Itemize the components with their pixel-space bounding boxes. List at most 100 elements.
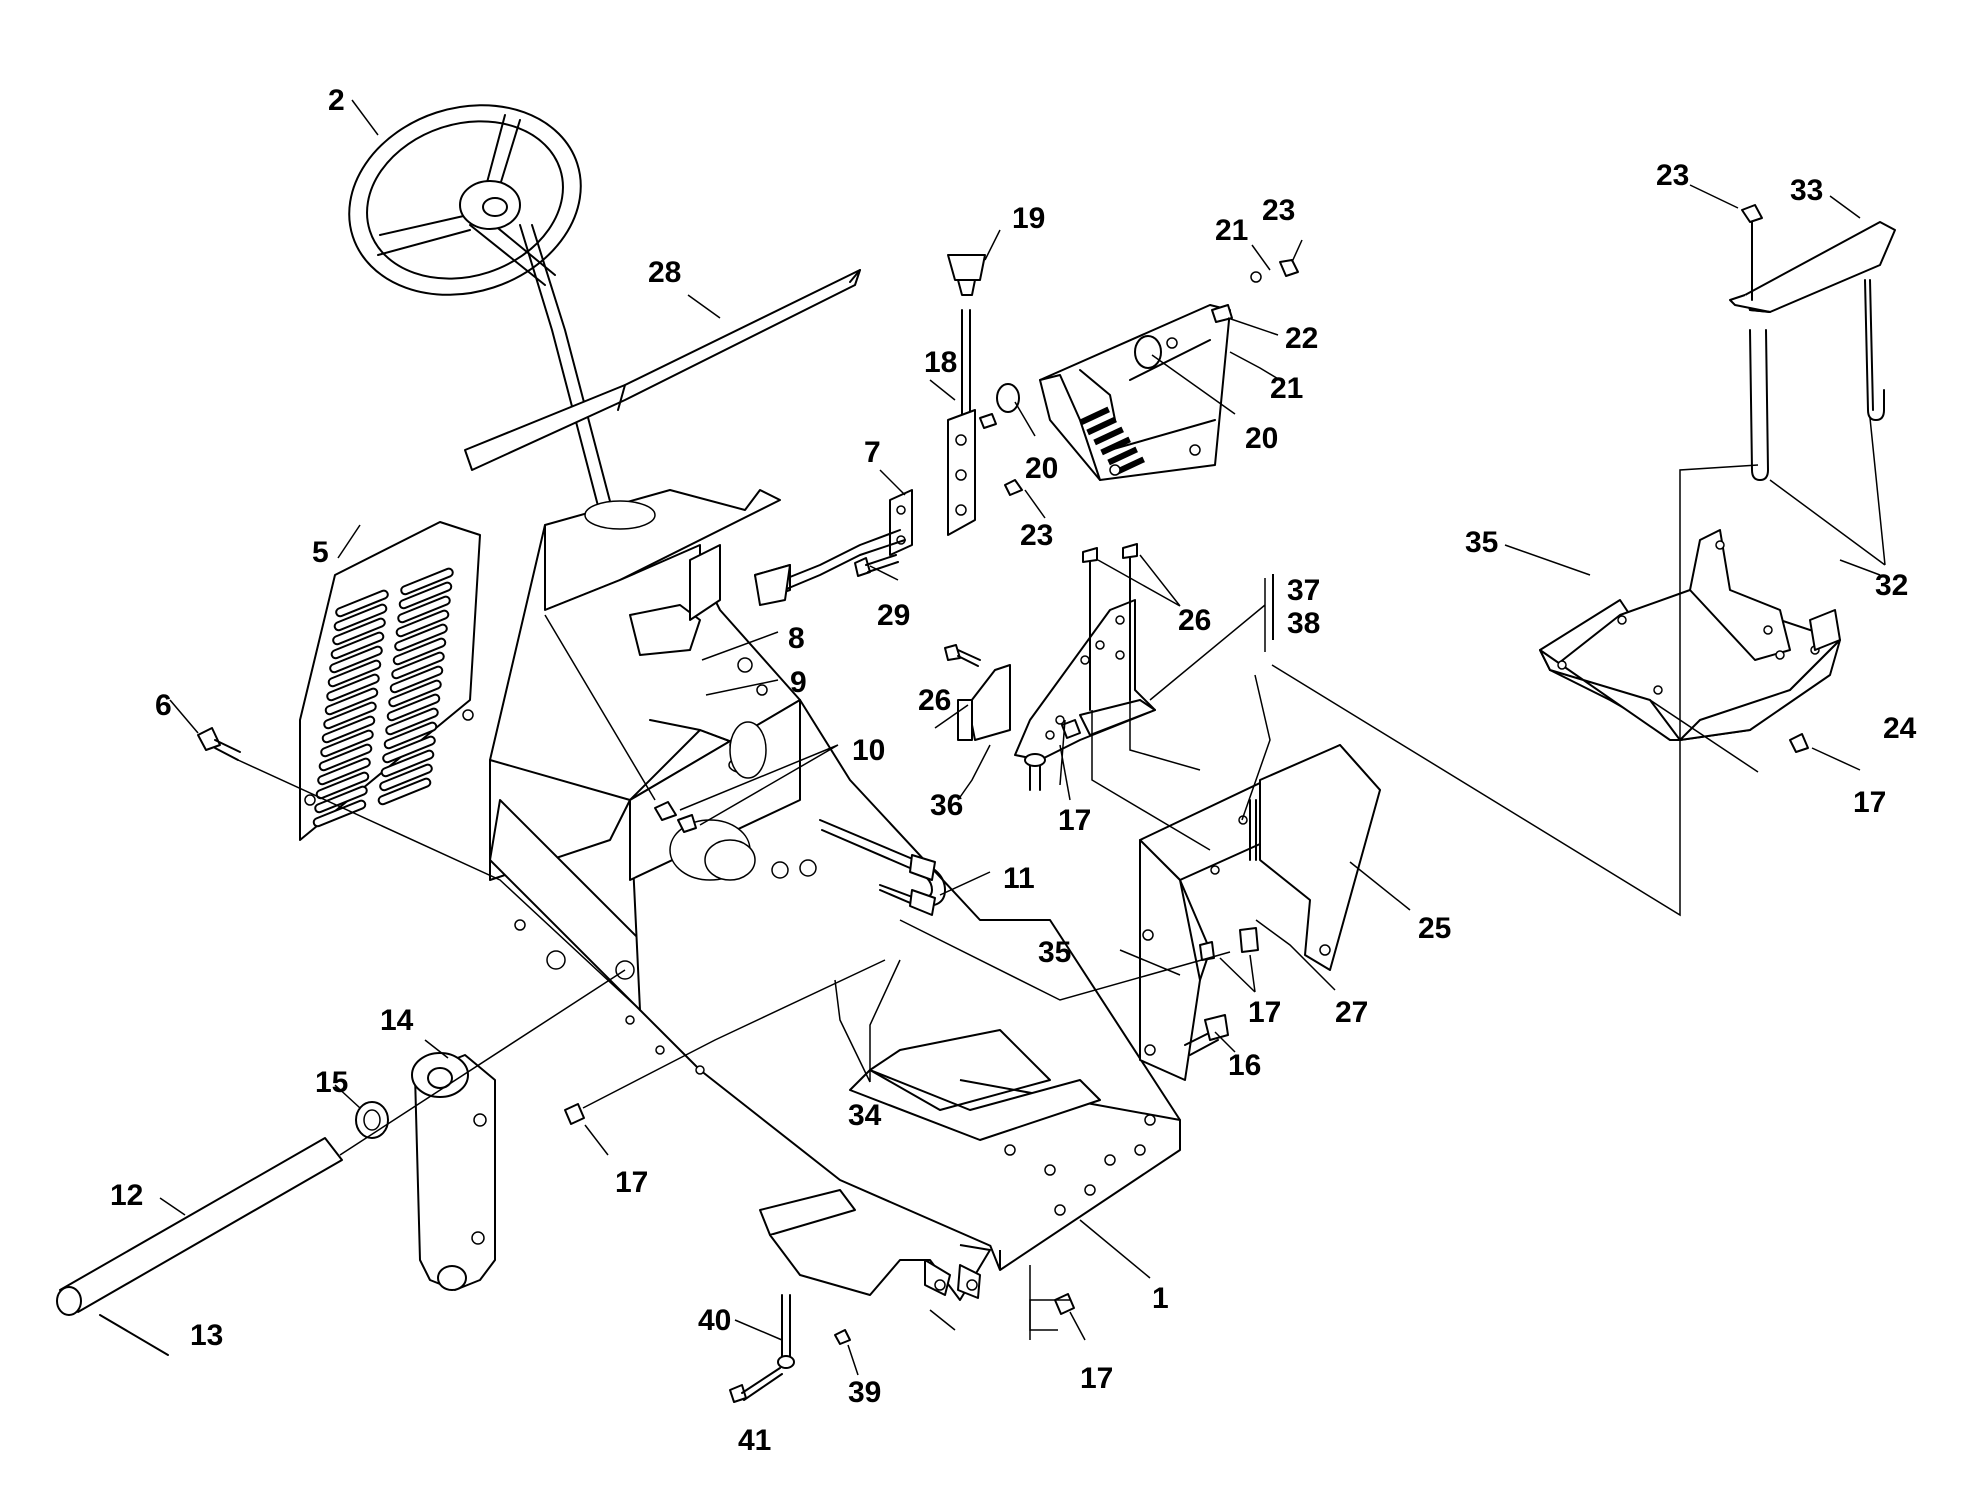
- callout-c13: 13: [190, 1319, 223, 1352]
- callout-c26b: 26: [918, 684, 951, 717]
- callout-c12: 12: [110, 1179, 143, 1212]
- callout-c40: 40: [698, 1304, 731, 1337]
- grille-slot: [327, 659, 382, 688]
- grille-slot: [323, 701, 377, 730]
- console-bracket: [629, 544, 791, 779]
- callout-c7: 7: [864, 436, 881, 469]
- axle-rod: [56, 1137, 343, 1356]
- grille-slot: [397, 595, 451, 624]
- callout-c26a: 26: [1178, 604, 1211, 637]
- grille-slot: [321, 715, 376, 744]
- grille-slot: [400, 567, 454, 596]
- nut-10: [654, 801, 697, 833]
- shift-lever: [947, 254, 986, 536]
- callout-c11: 11: [1003, 862, 1035, 895]
- callout-c17a: 17: [1058, 804, 1091, 837]
- grille-slot: [394, 623, 448, 652]
- callout-c20b: 20: [1245, 422, 1278, 455]
- callout-c39: 39: [848, 1376, 881, 1409]
- grille-slot: [380, 749, 435, 778]
- gate-slot: [1107, 446, 1138, 466]
- callout-c21a: 21: [1215, 214, 1248, 247]
- callout-c17c: 17: [615, 1166, 648, 1199]
- callout-c29: 29: [877, 599, 910, 632]
- callout-c9: 9: [790, 666, 807, 699]
- callout-c38: 38: [1287, 607, 1320, 640]
- callout-c21b: 21: [1270, 372, 1303, 405]
- grille-slot: [389, 665, 444, 694]
- grille-slot: [330, 631, 385, 660]
- washer: [355, 1101, 389, 1139]
- mount-bracket: [957, 543, 1156, 791]
- grille-slot: [333, 603, 388, 632]
- bolt-26: [944, 644, 981, 667]
- callout-c37: 37: [1287, 574, 1320, 607]
- grille-slot: [312, 799, 367, 828]
- callout-c17b: 17: [1248, 996, 1281, 1029]
- grille-slot: [318, 743, 373, 772]
- callout-c25: 25: [1418, 912, 1451, 945]
- callout-c28: 28: [648, 256, 681, 289]
- pivot-tube: [411, 1052, 496, 1291]
- shift-gate-bracket: [1039, 304, 1231, 481]
- callout-c36: 36: [930, 789, 963, 822]
- callout-c27: 27: [1335, 996, 1368, 1029]
- callout-c2: 2: [328, 84, 345, 117]
- callout-c32: 32: [1875, 569, 1908, 602]
- callout-c23c: 23: [1656, 159, 1689, 192]
- callout-c34: 34: [848, 1099, 882, 1132]
- linkage-rod: [754, 489, 913, 606]
- callout-c35a: 35: [1038, 936, 1071, 969]
- callout-c6: 6: [155, 689, 172, 722]
- callout-c33: 33: [1790, 174, 1823, 207]
- callout-c15: 15: [315, 1066, 348, 1099]
- gate-slot: [1086, 416, 1117, 436]
- gate-slot: [1079, 406, 1110, 426]
- callout-c14: 14: [380, 1004, 414, 1037]
- callout-c1: 1: [1152, 1282, 1169, 1315]
- callout-c23b: 23: [1020, 519, 1053, 552]
- callout-c16: 16: [1228, 1049, 1261, 1082]
- callout-c41: 41: [738, 1424, 771, 1457]
- hardware-washers: [979, 259, 1299, 496]
- grille-slot: [392, 637, 447, 666]
- dash-panel: [464, 269, 861, 471]
- gate-slot: [1093, 426, 1124, 446]
- callout-c22: 22: [1285, 322, 1318, 355]
- callout-c17e: 17: [1853, 786, 1886, 819]
- callout-c19: 19: [1012, 202, 1045, 235]
- callout-c8: 8: [788, 622, 805, 655]
- callout-c5: 5: [312, 536, 329, 569]
- main-frame: [489, 489, 1181, 1301]
- grille-slot: [379, 763, 433, 792]
- grille-slot: [398, 581, 453, 610]
- grille-slot: [391, 651, 445, 680]
- grille-slot: [382, 735, 436, 764]
- bolt-29: [854, 554, 899, 577]
- callout-c35b: 35: [1465, 526, 1498, 559]
- callout-c20a: 20: [1025, 452, 1058, 485]
- grille-slot: [326, 673, 380, 702]
- callout-c17d: 17: [1080, 1362, 1113, 1395]
- leader-lines: [159, 99, 1886, 1376]
- grille-slot: [329, 645, 383, 674]
- nut-17: [564, 719, 1809, 1315]
- callout-c18: 18: [924, 346, 957, 379]
- grille-slot: [324, 687, 379, 716]
- u-bolt: [819, 819, 946, 916]
- grille-slot: [395, 609, 450, 638]
- grille-slot: [385, 707, 439, 736]
- steering-wheel: [348, 104, 633, 591]
- grille-slot: [320, 729, 374, 758]
- grille-slot: [386, 693, 441, 722]
- grille-slot: [332, 617, 386, 646]
- pin-40: [729, 1294, 851, 1403]
- grille-panel: [299, 521, 481, 841]
- callout-c23a: 23: [1262, 194, 1295, 227]
- bolt-6: [197, 727, 241, 761]
- grille-slot: [317, 757, 371, 786]
- seat-bracket: [1729, 204, 1896, 481]
- grille-slot: [388, 679, 442, 708]
